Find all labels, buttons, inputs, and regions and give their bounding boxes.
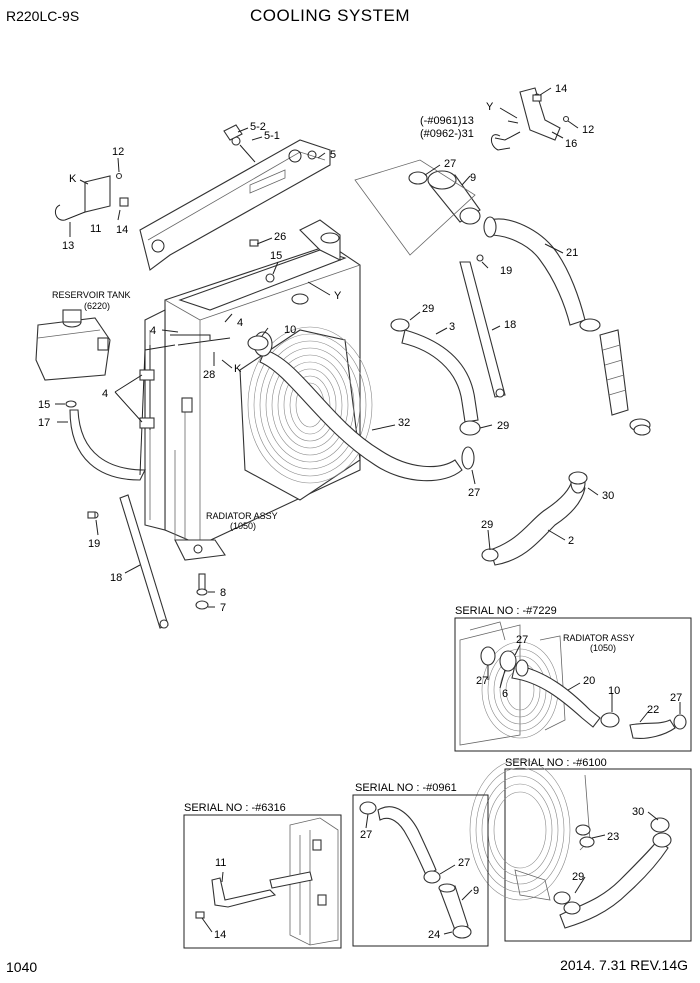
reservoir-tank-label: RESERVOIR TANK	[52, 290, 131, 300]
page-number: 1040	[6, 959, 38, 975]
radiator-assy-code: (1050)	[230, 521, 256, 531]
callout-29a: 29	[422, 303, 434, 315]
callout-5: 5	[330, 149, 336, 161]
callout-14a: 14	[555, 83, 567, 95]
inset-serial-6316: SERIAL NO : -#6316 11 14	[183, 802, 342, 949]
model-number: R220LC-9S	[6, 8, 80, 24]
callout-15b: 15	[38, 399, 50, 411]
inset-7229-serial: SERIAL NO : -#7229	[455, 605, 557, 617]
callout-16: 16	[565, 138, 577, 150]
inset-6100-serial: SERIAL NO : -#6100	[505, 757, 607, 769]
inset-6316-serial: SERIAL NO : -#6316	[184, 802, 286, 814]
inset-serial-6100: SERIAL NO : -#6100 30 23 29	[469, 757, 692, 942]
top-bracket	[139, 124, 331, 271]
inset-serial-7229: SERIAL NO : -#7229 27 27 6 20 10 22 27	[454, 605, 692, 752]
callout-y-b: Y	[334, 290, 342, 302]
inset-6100-callout-23: 23	[607, 831, 619, 843]
hose-2	[489, 479, 586, 566]
inset-7229-radiator-code: (1050)	[590, 643, 616, 653]
callout-k-b: K	[234, 363, 242, 375]
callout-30: 30	[602, 490, 614, 502]
callout-14b: 14	[116, 224, 128, 236]
radiator-assy-label: RADIATOR ASSY	[206, 511, 278, 521]
callout-4a: 4	[150, 325, 156, 337]
callout-11: 11	[90, 223, 101, 235]
stay-18-upper	[459, 261, 506, 398]
callout-12a: 12	[582, 124, 594, 136]
callout-27a: 27	[444, 158, 456, 170]
callout-8: 8	[220, 587, 226, 599]
callout-4c: 4	[102, 388, 108, 400]
callout-15a: 15	[270, 250, 282, 262]
inset-7229-radiator-label: RADIATOR ASSY	[563, 633, 635, 643]
callout-29b: 29	[497, 420, 509, 432]
reservoir-tank-code: (6220)	[84, 301, 110, 311]
inset-7229-callout-27a: 27	[476, 675, 488, 687]
callout-28: 28	[203, 369, 215, 381]
callout-10: 10	[284, 324, 296, 336]
inset-6316-callout-11: 11	[215, 857, 226, 869]
reservoir-tank	[35, 309, 111, 381]
callout-y-a: Y	[486, 101, 494, 113]
callout-5-1: 5-1	[264, 130, 280, 142]
inset-7229-callout-6: 6	[502, 688, 508, 700]
callout-32: 32	[398, 417, 410, 429]
bracket-16	[491, 87, 570, 151]
callout-2: 2	[568, 535, 574, 547]
revision-date: 2014. 7.31 REV.14G	[560, 957, 688, 973]
callout-17: 17	[38, 417, 50, 429]
hose-32	[259, 349, 463, 482]
main-labels: RESERVOIR TANK (6220) RADIATOR ASSY (105…	[52, 290, 278, 531]
hose-21	[489, 218, 586, 326]
inset-0961-callout-9: 9	[473, 885, 479, 897]
overflow-hose	[69, 409, 146, 481]
callout-19b: 19	[88, 538, 100, 550]
callout-31-note: (#0962-)31	[420, 128, 474, 140]
callout-26: 26	[274, 231, 286, 243]
callout-3: 3	[449, 321, 455, 333]
hose-3	[401, 329, 479, 423]
inset-6316-callout-14: 14	[214, 929, 226, 941]
callout-29c: 29	[481, 519, 493, 531]
callout-k-a: K	[69, 173, 77, 185]
radiator-assembly	[144, 219, 373, 561]
callout-13-note: (-#0961)13	[420, 115, 474, 127]
callout-21: 21	[566, 247, 578, 259]
callout-4b: 4	[237, 317, 243, 329]
inset-0961-serial: SERIAL NO : -#0961	[355, 782, 457, 794]
inset-0961-callout-27a: 27	[360, 829, 372, 841]
inset-0961-callout-24: 24	[428, 929, 440, 941]
callout-12b: 12	[112, 146, 124, 158]
callout-13: 13	[62, 240, 74, 252]
inset-6100-callout-29: 29	[572, 871, 584, 883]
page-title: COOLING SYSTEM	[250, 6, 411, 25]
callout-5-2: 5-2	[250, 121, 266, 133]
inset-6100-callout-30: 30	[632, 806, 644, 818]
inset-7229-callout-27c: 27	[670, 692, 682, 704]
bracket-11	[54, 172, 129, 221]
callout-19a: 19	[500, 265, 512, 277]
inset-7229-callout-10: 10	[608, 685, 620, 697]
inset-7229-callout-27b: 27	[516, 634, 528, 646]
inset-7229-callout-22: 22	[647, 704, 659, 716]
callout-18b: 18	[110, 572, 122, 584]
callout-18a: 18	[504, 319, 516, 331]
callout-27b: 27	[468, 487, 480, 499]
main-callouts: 14 Y (-#0961)13 (#0962-)31 12 16 5-2 5-1…	[38, 83, 614, 614]
inset-serial-0961: SERIAL NO : -#0961 27 27 9 24	[352, 782, 489, 947]
callout-9: 9	[470, 172, 476, 184]
callout-7: 7	[220, 602, 226, 614]
inset-0961-callout-27b: 27	[458, 857, 470, 869]
leader-lines	[55, 87, 599, 608]
inset-7229-callout-20: 20	[583, 675, 595, 687]
